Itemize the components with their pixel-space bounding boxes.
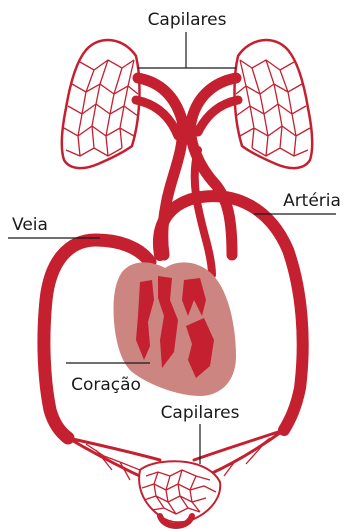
label-capillaries-top: Capilares	[148, 10, 227, 30]
label-artery: Artéria	[283, 191, 341, 211]
systemic-capillary-bed	[68, 430, 284, 526]
label-heart: Coração	[71, 375, 141, 395]
pulmonary-vessels	[136, 78, 238, 275]
left-lung	[62, 40, 140, 168]
right-lung	[235, 40, 313, 168]
label-vein: Veia	[12, 215, 48, 235]
label-capillaries-bottom: Capilares	[161, 403, 240, 423]
